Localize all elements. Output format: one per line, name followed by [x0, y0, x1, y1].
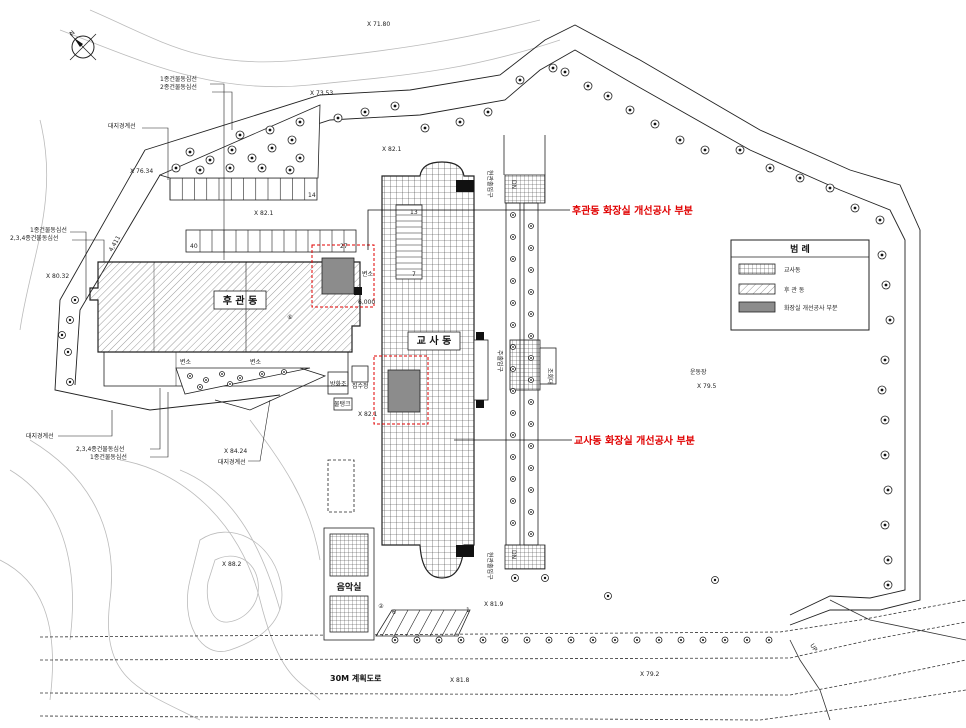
elevation-label: X 88.2 [222, 561, 242, 568]
parking-count: 40 [190, 243, 198, 250]
structure-label: 변소 [180, 358, 192, 366]
parking-count: 13 [410, 209, 418, 216]
elevation-label: X 79.5 [697, 383, 717, 390]
entrance-label: 주출입구 [496, 350, 504, 373]
boundary-label: 2종건물동심선 [160, 83, 197, 91]
road-trees [391, 574, 773, 644]
elevation-label: X 80.32 [46, 273, 69, 280]
small-structures [323, 365, 471, 641]
rear-building-label: 후 관 동 [223, 294, 258, 307]
legend-title: 범 례 [790, 243, 810, 255]
parking-top [169, 177, 357, 253]
parking-count: 6 [392, 609, 396, 616]
boundary-label: 1종건물동심선 [160, 75, 197, 83]
elevation-label: X 81.9 [484, 601, 504, 608]
legend-swatch-improve [738, 301, 776, 313]
parking-count: 14 [308, 192, 316, 199]
legend-item-label: 후 관 동 [784, 286, 805, 294]
site-boundary [54, 24, 921, 626]
boundary-label: 1종건물동심선 [30, 226, 67, 234]
dimension-label: 6,000 [358, 299, 375, 306]
entrance-label: DN [510, 550, 517, 559]
elevation-label: X 76.34 [130, 168, 153, 175]
north-arrow [69, 33, 97, 61]
legend-item-label: 화장실 개선공사 부분 [784, 304, 838, 312]
parking-count: 7 [412, 271, 416, 278]
structure-label: 조회대 [546, 368, 554, 385]
legend-item-label: 교사동 [784, 266, 801, 274]
marker-label: ② [378, 603, 384, 610]
callout-rear: 후관동 화장실 개선공사 부분 [572, 204, 693, 217]
dimension-label: 4,411 [108, 234, 123, 253]
parking-count: 1 [466, 607, 470, 614]
entrance-label: 현관출입구 [486, 552, 494, 580]
garden-area [158, 104, 321, 179]
elevation-label: X 79.2 [640, 671, 660, 678]
main-improve-area [387, 369, 421, 413]
boundary-label: 1종건물동심선 [90, 453, 127, 461]
east-walkway [503, 135, 557, 570]
boundary-label: 대지경계선 [218, 458, 246, 466]
boundary-label: 2,3,4종건물동심선 [76, 445, 124, 453]
elevation-label: X 82.1 [358, 411, 378, 418]
entrance-label: DN [510, 180, 517, 189]
north-label: N [68, 29, 76, 37]
elevation-label: X 84.24 [224, 448, 247, 455]
main-improve-outline [373, 355, 429, 425]
entrance-label: 현관출입구 [486, 170, 494, 198]
elevation-label: X 73.53 [310, 90, 333, 97]
entrance-label: UP [808, 643, 818, 654]
marker-label: ⑥ [287, 314, 292, 321]
planned-road [39, 599, 966, 721]
rear-stair [354, 287, 362, 295]
label-leaders [58, 83, 271, 462]
legend-swatch-rear [738, 283, 776, 295]
callout-leaders [367, 209, 572, 441]
structure-label: 집수정 [352, 383, 369, 390]
south-garden [175, 367, 327, 411]
walkway-trees [510, 212, 534, 537]
boundary-label: 대지경계선 [108, 122, 136, 130]
structure-label: 방화조 [330, 380, 347, 388]
playground-label: 운동장 [690, 368, 707, 376]
legend-swatch-main [738, 263, 776, 275]
rear-improve-area [321, 257, 355, 295]
legend [730, 239, 870, 331]
callout-main: 교사동 화장실 개선공사 부분 [574, 434, 695, 447]
music-room-label: 음악실 [337, 581, 362, 593]
elevation-label: X 71.80 [367, 21, 390, 28]
parking-count: 27 [340, 243, 348, 250]
rear-improve-outline [311, 244, 375, 308]
boundary-label: 대지경계선 [26, 432, 54, 440]
elevation-label: X 82.1 [254, 210, 274, 217]
road-label: 30M 계획도로 [330, 673, 382, 683]
boundary-label: 2,3,4종건물동심선 [10, 234, 58, 242]
main-building-label: 교 사 동 [417, 334, 452, 347]
structure-label: 변소 [250, 358, 262, 366]
structure-label: 변소 [362, 270, 374, 278]
contour-lines [0, 9, 561, 721]
perimeter-trees [58, 63, 895, 590]
rear-building [89, 261, 361, 387]
elevation-label: X 81.8 [450, 677, 470, 684]
elevation-label: X 82.1 [382, 146, 402, 153]
structure-label: 물탱크 [334, 401, 351, 408]
